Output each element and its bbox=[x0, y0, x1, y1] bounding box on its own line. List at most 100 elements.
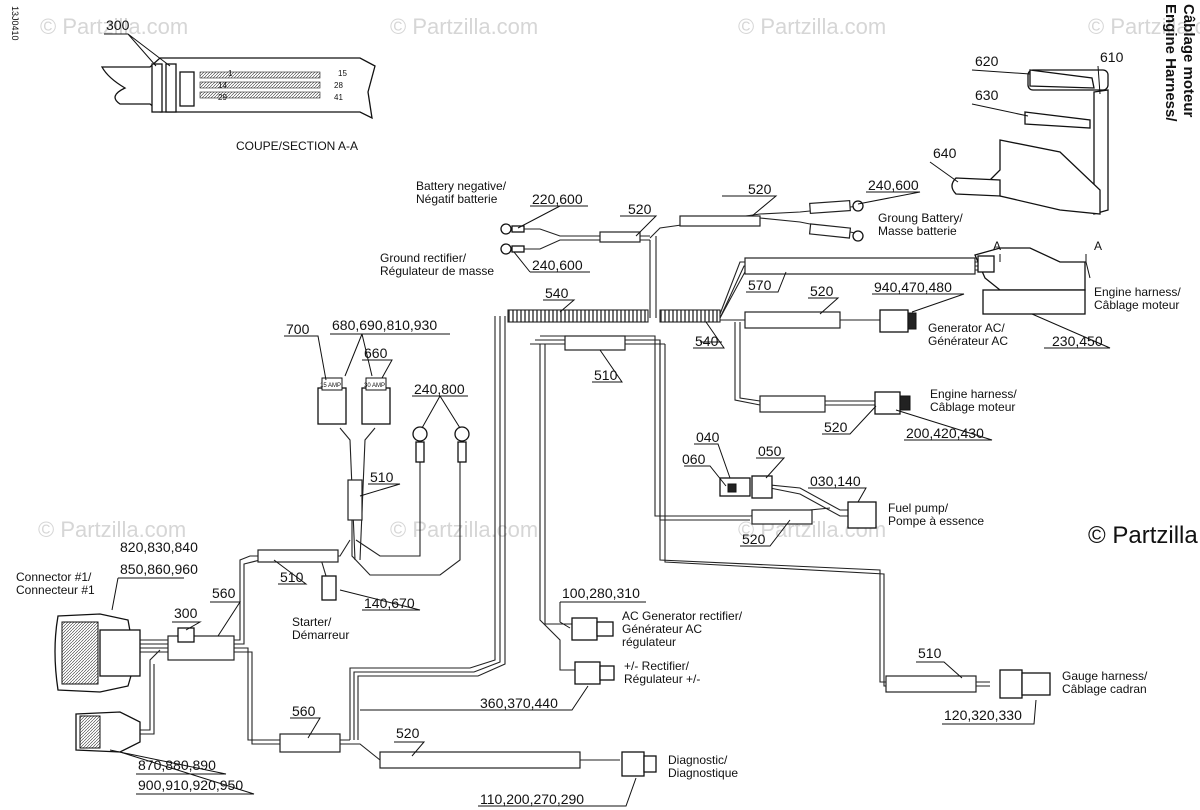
callout-510-c: 510 bbox=[280, 569, 304, 585]
watermark: © Partzilla.com bbox=[40, 14, 188, 39]
callout-940-470-480: 940,470,480 bbox=[874, 279, 952, 295]
copyright-text: © Partzilla bbox=[1088, 522, 1198, 549]
callout-640: 640 bbox=[933, 145, 957, 161]
label-rectifier-pm-1: +/- Rectifier/ bbox=[624, 659, 690, 673]
callout-520-fuel: 520 bbox=[742, 531, 766, 547]
callout-510-a: 510 bbox=[370, 469, 394, 485]
pin-label: 29 bbox=[218, 93, 227, 102]
title-line-2: Câblage moteur bbox=[1180, 4, 1197, 118]
callout-240-600-left: 240,600 bbox=[532, 257, 583, 273]
watermark: © Partzilla.com bbox=[390, 517, 538, 542]
label-ac-gen-rect-3: régulateur bbox=[622, 635, 676, 649]
pin-label: 15 bbox=[338, 69, 347, 78]
watermarks: © Partzilla.com © Partzilla.com © Partzi… bbox=[38, 14, 1200, 542]
pin-label: 14 bbox=[218, 81, 227, 90]
label-starter-1: Starter/ bbox=[292, 615, 332, 629]
watermark: © Partzilla.com bbox=[738, 14, 886, 39]
callout-820-830-840: 820,830,840 bbox=[120, 539, 198, 555]
callout-510-gauge: 510 bbox=[918, 645, 942, 661]
callout-300-top: 300 bbox=[106, 17, 130, 33]
pin-grid bbox=[199, 71, 321, 99]
callout-870-880-890: 870,880,890 bbox=[138, 757, 216, 773]
leader-lines bbox=[109, 191, 1111, 807]
watermark: © Partzilla.com bbox=[390, 14, 538, 39]
watermark: © Partzilla.com bbox=[38, 517, 186, 542]
callout-220-600: 220,600 bbox=[532, 191, 583, 207]
callout-120-320-330: 120,320,330 bbox=[944, 707, 1022, 723]
title-line-1: Engine Harness/ bbox=[1162, 4, 1179, 122]
section-mark-a-left: A bbox=[993, 239, 1001, 253]
callout-540-mid: 540 bbox=[695, 333, 719, 349]
callout-360-370-440: 360,370,440 bbox=[480, 695, 558, 711]
callout-numbers: 220,600 520 520 240,600 240,600 570 520 … bbox=[120, 177, 1103, 807]
callout-610: 610 bbox=[1100, 49, 1124, 65]
callout-200-420-430: 200,420,430 bbox=[906, 425, 984, 441]
label-gauge-harness-1: Gauge harness/ bbox=[1062, 669, 1148, 683]
component-labels: Battery negative/ Négatif batterie Groun… bbox=[16, 179, 1181, 780]
label-gauge-harness-2: Câblage cadran bbox=[1062, 682, 1147, 696]
callout-050: 050 bbox=[758, 443, 782, 459]
callout-560-bot: 560 bbox=[292, 703, 316, 719]
components: 15 AMP 30 AMP bbox=[54, 200, 1086, 777]
callout-240-800: 240,800 bbox=[414, 381, 465, 397]
callout-060: 060 bbox=[682, 451, 706, 467]
label-starter-2: Démarreur bbox=[292, 628, 349, 642]
label-connector1-1: Connector #1/ bbox=[16, 570, 92, 584]
page-title: Engine Harness/ Câblage moteur bbox=[1162, 4, 1197, 122]
callout-100-280-310: 100,280,310 bbox=[562, 585, 640, 601]
pin-label: 1 bbox=[228, 69, 233, 78]
callout-700: 700 bbox=[286, 321, 310, 337]
callout-630: 630 bbox=[975, 87, 999, 103]
label-battery-negative-1: Battery negative/ bbox=[416, 179, 507, 193]
document-id: 13J0410 bbox=[10, 6, 20, 41]
callout-660: 660 bbox=[364, 345, 388, 361]
pin-label: 28 bbox=[334, 81, 343, 90]
label-generator-ac-2: Générateur AC bbox=[928, 334, 1008, 348]
label-connector1-2: Connecteur #1 bbox=[16, 583, 95, 597]
callout-520-eng: 520 bbox=[824, 419, 848, 435]
callout-620: 620 bbox=[975, 53, 999, 69]
pin-label: 41 bbox=[334, 93, 343, 102]
section-caption: COUPE/SECTION A-A bbox=[236, 139, 358, 153]
callout-900-910-920-950: 900,910,920,950 bbox=[138, 777, 243, 793]
label-rectifier-pm-2: Régulateur +/- bbox=[624, 672, 700, 686]
callout-570: 570 bbox=[748, 277, 772, 293]
callout-520-top-left: 520 bbox=[628, 201, 652, 217]
label-ac-gen-rect-1: AC Generator rectifier/ bbox=[622, 609, 743, 623]
label-ground-rectifier-1: Ground rectifier/ bbox=[380, 251, 467, 265]
callout-560-top: 560 bbox=[212, 585, 236, 601]
label-engine-harness-1a: Engine harness/ bbox=[1094, 285, 1181, 299]
label-ac-gen-rect-2: Générateur AC bbox=[622, 622, 702, 636]
label-engine-harness-1b: Câblage moteur bbox=[1094, 298, 1179, 312]
label-fuel-pump-1: Fuel pump/ bbox=[888, 501, 949, 515]
label-engine-harness-2a: Engine harness/ bbox=[930, 387, 1017, 401]
section-mark-a-right: A bbox=[1094, 239, 1102, 253]
label-ground-rectifier-2: Régulateur de masse bbox=[380, 264, 494, 278]
callout-540-top: 540 bbox=[545, 285, 569, 301]
section-a-a: 1 15 14 28 29 41 300 COUPE/SECTION A-A bbox=[100, 17, 376, 153]
callout-240-600-right: 240,600 bbox=[868, 177, 919, 193]
callout-110-200-270-290: 110,200,270,290 bbox=[480, 791, 584, 807]
label-diagnostic-2: Diagnostique bbox=[668, 766, 738, 780]
label-generator-ac-1: Generator AC/ bbox=[928, 321, 1005, 335]
watermark: © Partzilla.com bbox=[1088, 14, 1200, 39]
callout-040: 040 bbox=[696, 429, 720, 445]
label-ground-battery-1: Groung Battery/ bbox=[878, 211, 963, 225]
callout-300-mid: 300 bbox=[174, 605, 198, 621]
callout-030-140: 030,140 bbox=[810, 473, 861, 489]
callout-850-860-960: 850,860,960 bbox=[120, 561, 198, 577]
label-ground-battery-2: Masse batterie bbox=[878, 224, 957, 238]
harness-sleeves bbox=[167, 199, 977, 769]
label-battery-negative-2: Négatif batterie bbox=[416, 192, 498, 206]
harness-wires bbox=[140, 205, 990, 761]
callout-140-670: 140,670 bbox=[364, 595, 415, 611]
fuse-30-label: 30 AMP bbox=[364, 383, 385, 389]
callout-520-top-right: 520 bbox=[748, 181, 772, 197]
callout-680-690: 680,690,810,930 bbox=[332, 317, 437, 333]
callout-520-bot: 520 bbox=[396, 725, 420, 741]
label-fuel-pump-2: Pompe à essence bbox=[888, 514, 984, 528]
label-engine-harness-2b: Câblage moteur bbox=[930, 400, 1015, 414]
label-diagnostic-1: Diagnostic/ bbox=[668, 753, 728, 767]
top-right-connectors: 620 610 630 640 bbox=[929, 49, 1124, 215]
